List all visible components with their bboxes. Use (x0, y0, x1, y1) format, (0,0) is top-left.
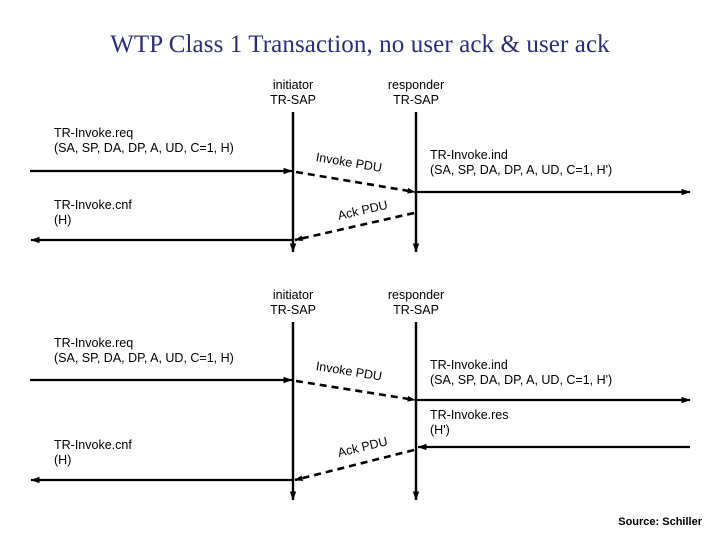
primitive-invoke-req-1: TR-Invoke.req (SA, SP, DA, DP, A, UD, C=… (54, 126, 234, 156)
diagram-1-graphics (30, 112, 691, 253)
page-title: WTP Class 1 Transaction, no user ack & u… (110, 31, 610, 58)
primitive-name: TR-Invoke.req (54, 336, 134, 350)
initiator-role-1: initiator (272, 78, 314, 92)
responder-header-2: responder TR-SAP (366, 288, 466, 318)
primitive-params: (SA, SP, DA, DP, A, UD, C=1, H') (430, 163, 613, 177)
diagram-2-graphics (30, 322, 691, 501)
primitive-params: (SA, SP, DA, DP, A, UD, C=1, H) (54, 351, 234, 365)
primitive-params: (H) (54, 453, 72, 467)
primitive-name: TR-Invoke.ind (430, 148, 508, 162)
responder-sap-1: TR-SAP (393, 93, 439, 107)
responder-role-2: responder (387, 288, 445, 302)
primitive-name: TR-Invoke.req (54, 126, 134, 140)
responder-sap-2: TR-SAP (393, 303, 439, 317)
primitive-invoke-cnf-1: TR-Invoke.cnf (H) (54, 198, 132, 228)
source-note: Source: Schiller (618, 516, 702, 528)
primitive-invoke-ind-2: TR-Invoke.ind (SA, SP, DA, DP, A, UD, C=… (430, 358, 612, 388)
primitive-name: TR-Invoke.cnf (54, 198, 132, 212)
arrow-ack-pdu-2 (294, 448, 415, 482)
primitive-params: (H') (430, 423, 450, 437)
primitive-invoke-ind-1: TR-Invoke.ind (SA, SP, DA, DP, A, UD, C=… (430, 148, 612, 178)
initiator-sap-1: TR-SAP (270, 93, 316, 107)
arrow-invoke-pdu-2 (295, 379, 416, 402)
initiator-role-2: initiator (272, 288, 314, 302)
primitive-name: TR-Invoke.res (430, 408, 509, 422)
initiator-header-2: initiator TR-SAP (243, 288, 343, 318)
initiator-sap-2: TR-SAP (270, 303, 316, 317)
primitive-params: (H) (54, 213, 72, 227)
initiator-header-1: initiator TR-SAP (243, 78, 343, 108)
arrow-invoke-pdu-1 (295, 170, 416, 194)
primitive-name: TR-Invoke.ind (430, 358, 508, 372)
primitive-invoke-cnf-2: TR-Invoke.cnf (H) (54, 438, 132, 468)
primitive-params: (SA, SP, DA, DP, A, UD, C=1, H) (54, 141, 234, 155)
arrow-ack-pdu-1 (294, 211, 415, 242)
responder-header-1: responder TR-SAP (366, 78, 466, 108)
primitive-params: (SA, SP, DA, DP, A, UD, C=1, H') (430, 373, 613, 387)
responder-role-1: responder (387, 78, 445, 92)
primitive-invoke-res-2: TR-Invoke.res (H') (430, 408, 509, 438)
primitive-invoke-req-2: TR-Invoke.req (SA, SP, DA, DP, A, UD, C=… (54, 336, 234, 366)
primitive-name: TR-Invoke.cnf (54, 438, 132, 452)
